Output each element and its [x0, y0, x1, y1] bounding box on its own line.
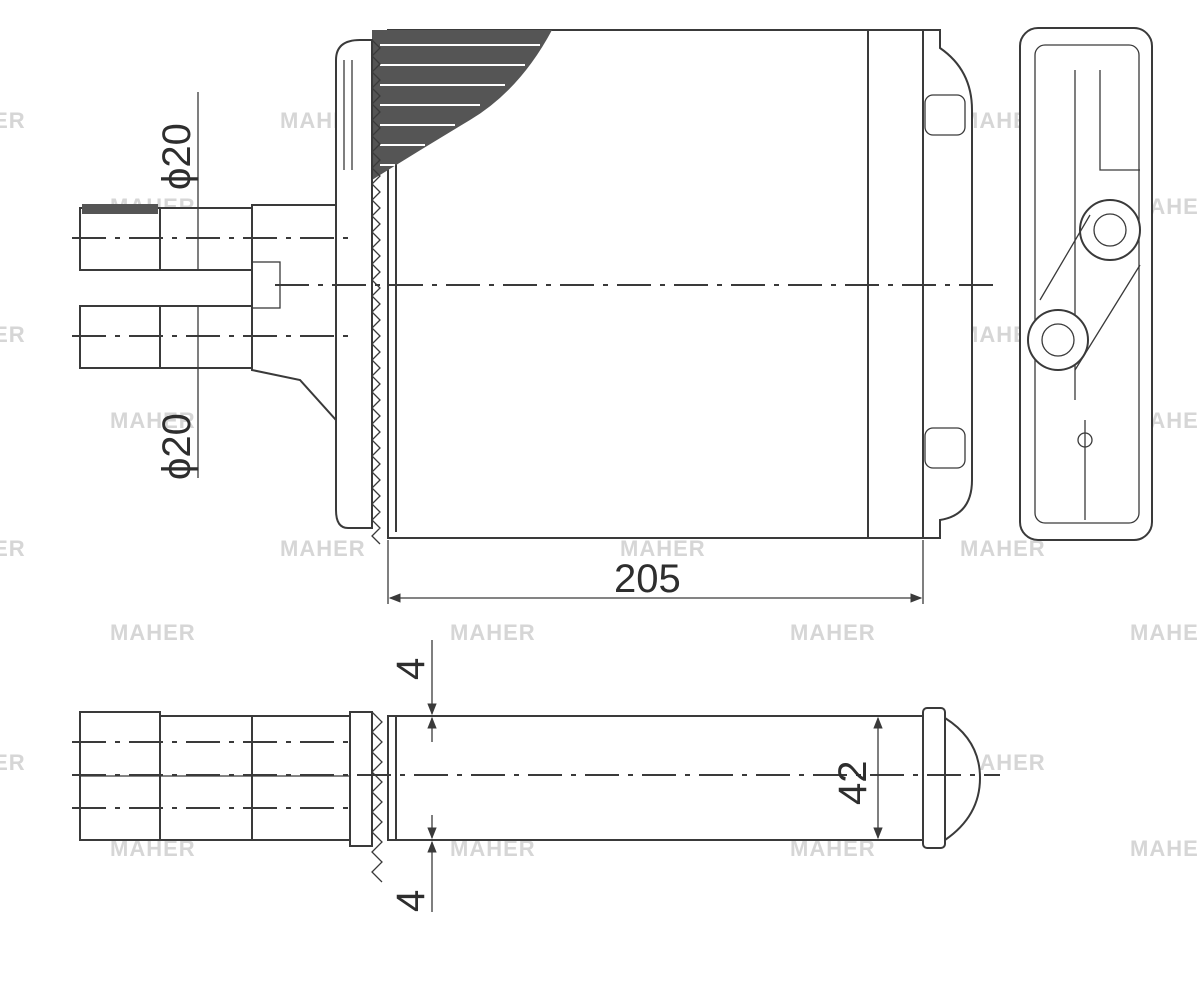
maher-watermark: MAHER [0, 322, 26, 347]
inlet-diameter-label: ϕ20 [155, 123, 199, 190]
front-view [72, 29, 1000, 545]
maher-watermark: MAHER [0, 750, 26, 775]
maher-watermark: MAHER [960, 536, 1046, 561]
maher-watermark: MAHER [280, 536, 366, 561]
maher-watermark: MAHER [0, 536, 26, 561]
core-width-label: 205 [614, 557, 681, 601]
outlet-diameter-label: ϕ20 [155, 413, 199, 480]
width-dimension [387, 540, 924, 604]
side-view [1019, 27, 1153, 541]
maher-watermark: MAHER [620, 536, 706, 561]
port-circle-lower [1027, 309, 1089, 371]
port-circle-upper [1079, 199, 1141, 261]
maher-watermark: MAHER [1130, 620, 1200, 645]
tank-offset-top-label: 4 [389, 658, 433, 680]
maher-watermark: MAHER [1130, 836, 1200, 861]
maher-watermark: MAHER [110, 408, 196, 433]
maher-watermark: MAHER [0, 108, 26, 133]
maher-watermark: MAHER [790, 620, 876, 645]
maher-watermark: MAHER [450, 620, 536, 645]
serration [371, 39, 381, 545]
core-depth-label: 42 [831, 761, 875, 806]
top-view [72, 640, 1000, 912]
maher-watermark: MAHER [110, 620, 196, 645]
tank-offset-bottom-label: 4 [389, 890, 433, 912]
